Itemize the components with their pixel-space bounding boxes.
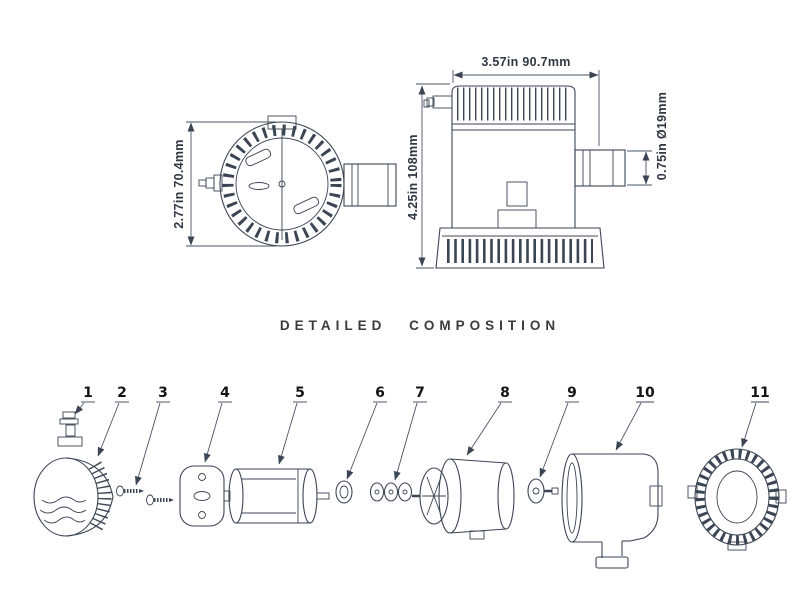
leader-7 (393, 402, 418, 481)
dimension-width: 3.57in 90.7mm (452, 55, 600, 146)
leader-11 (741, 402, 757, 448)
top-view-outlet (343, 163, 397, 207)
part-1-nozzle-fitting (57, 411, 83, 447)
part-9-impeller (527, 478, 559, 504)
part-labels: 1 2 3 4 5 6 7 8 9 (74, 385, 770, 486)
part-5-motor (223, 468, 330, 524)
leader-4 (203, 402, 223, 463)
part-label-1: 1 (83, 385, 93, 401)
dimension-outlet-label: 0.75in Ø19mm (655, 92, 669, 180)
part-10-pump-body (561, 453, 663, 569)
section-heading: DETAILED COMPOSITION (280, 318, 560, 333)
top-view-drawing: 2.77in 70.4mm (172, 115, 397, 247)
part-label-2: 2 (117, 385, 127, 401)
dimension-width-label: 3.57in 90.7mm (481, 55, 570, 69)
part-label-10: 10 (635, 385, 655, 401)
leader-10 (615, 402, 642, 451)
exploded-view: 1 2 3 4 5 6 7 8 9 (33, 385, 787, 569)
part-label-9: 9 (567, 385, 577, 401)
side-view-drawing: 3.57in 90.7mm 4.25in 108mm 0.75in Ø19mm (406, 55, 669, 269)
part-label-3: 3 (158, 385, 168, 401)
part-6-seal (335, 480, 353, 504)
dimension-top-view-label: 2.77in 70.4mm (172, 139, 186, 228)
dimension-height: 4.25in 108mm (406, 83, 450, 269)
side-view-outlet (574, 149, 626, 187)
dimension-top-view-height: 2.77in 70.4mm (172, 121, 276, 247)
side-view-strainer-base (435, 227, 605, 269)
part-4-gasket-plate (179, 465, 225, 527)
part-label-6: 6 (375, 385, 385, 401)
leader-3 (135, 402, 161, 486)
dimension-height-label: 4.25in 108mm (406, 134, 420, 220)
part-11-strainer-base (687, 448, 787, 551)
part-label-7: 7 (415, 385, 425, 401)
leader-2 (97, 402, 120, 457)
part-label-8: 8 (500, 385, 510, 401)
leader-8 (466, 402, 502, 456)
leader-1 (74, 402, 85, 415)
leader-5 (278, 402, 298, 465)
part-8-impeller-housing (412, 458, 515, 540)
part-2-pump-housing (33, 457, 114, 537)
side-view-nozzle (423, 95, 453, 109)
part-3-screws (116, 485, 174, 506)
part-label-11: 11 (750, 385, 769, 401)
leader-9 (539, 402, 569, 478)
top-view-nozzle (198, 174, 223, 192)
part-label-5: 5 (295, 385, 305, 401)
part-label-4: 4 (220, 385, 230, 401)
part-7-washers (369, 482, 413, 502)
dimension-outlet: 0.75in Ø19mm (627, 92, 669, 186)
leader-6 (346, 402, 378, 480)
